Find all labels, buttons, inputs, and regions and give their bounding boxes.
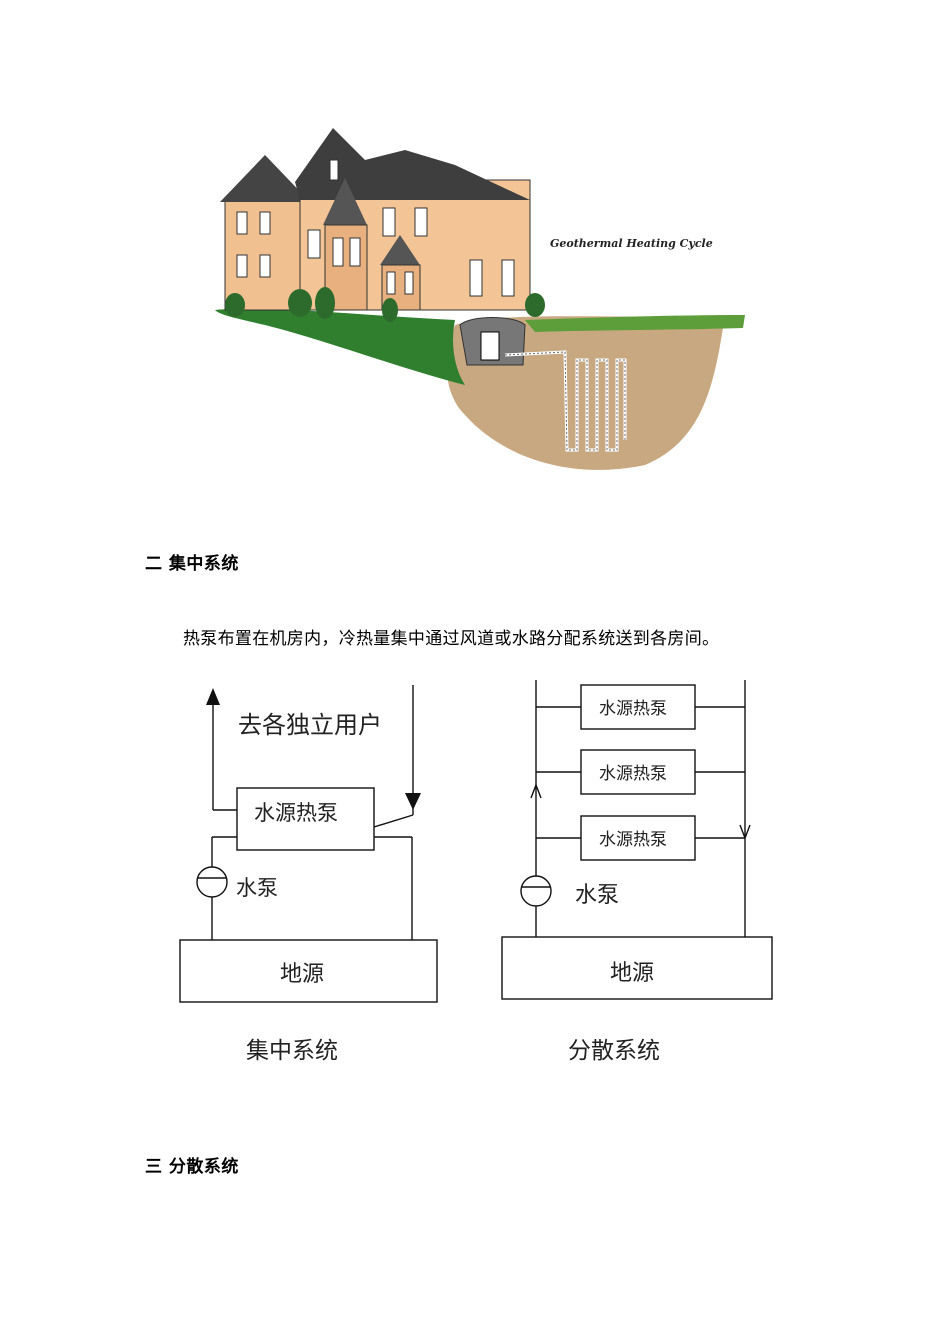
centralized-heat-pump-label: 水源热泵: [254, 801, 338, 825]
distributed-heat-pump-label-2: 水源热泵: [599, 764, 667, 784]
distributed-heat-pump-label-1: 水源热泵: [599, 699, 667, 719]
section-heading-centralized: 二 集中系统: [145, 554, 239, 574]
illustration-caption: Geothermal Heating Cycle: [550, 237, 713, 250]
centralized-description: 热泵布置在机房内，冷热量集中通过风道或水路分配系统送到各房间。: [183, 629, 720, 649]
lawn: [215, 308, 465, 385]
distributed-heat-pump-box-1: [580, 684, 696, 730]
geothermal-house-illustration: Geothermal Heating Cycle: [215, 128, 745, 470]
distributed-heat-pump-box-2: [580, 749, 696, 795]
distributed-caption: 分散系统: [568, 1038, 660, 1064]
distributed-heat-pump-label-3: 水源热泵: [599, 830, 667, 850]
main-roof: [295, 128, 530, 200]
distributed-water-pump: [520, 875, 552, 907]
tower-roof: [323, 178, 367, 225]
left-roof: [220, 155, 310, 202]
centralized-water-pump-label: 水泵: [236, 876, 278, 900]
distributed-water-pump-label: 水泵: [575, 883, 619, 908]
system-diagrams: 去各独立用户 水源热泵 水泵 地源 集中系统 水源热泵 水源热泵 水源热泵 水泵…: [179, 680, 773, 1064]
centralized-ground-source-label: 地源: [280, 962, 324, 987]
centralized-ground-source-box: [179, 939, 438, 1003]
centralized-caption: 集中系统: [246, 1038, 338, 1064]
lawn-right: [525, 315, 745, 332]
bay-roof: [380, 235, 420, 265]
section-heading-distributed: 三 分散系统: [145, 1157, 239, 1177]
distributed-ground-source-label: 地源: [610, 961, 654, 986]
down-arrow-head: [405, 793, 421, 810]
distributed-diagram: [501, 680, 773, 1000]
centralized-water-pump: [196, 866, 228, 898]
centralized-diagram: [179, 685, 438, 1003]
up-arrow-head: [206, 688, 220, 705]
users-label: 去各独立用户: [238, 711, 382, 739]
centralized-heat-pump-box: [236, 787, 375, 851]
heat-pump-unit: [480, 331, 500, 361]
distributed-ground-source-box: [501, 936, 773, 1000]
distributed-heat-pump-box-3: [580, 815, 696, 861]
